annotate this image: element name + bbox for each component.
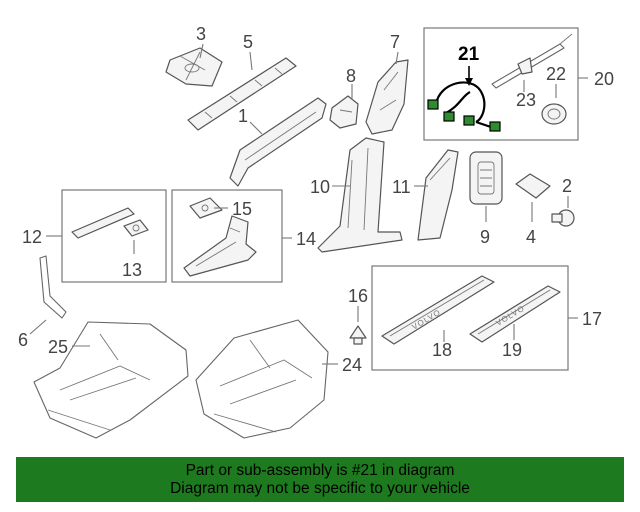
part-11-c-pillar-trim [417, 149, 459, 241]
callout-16: 16 [348, 286, 368, 306]
part-13-clip [123, 219, 149, 237]
parts-diagram: 3 5 1 8 7 10 11 9 [18, 24, 614, 439]
leader-6 [29, 319, 47, 335]
leader-5 [249, 51, 253, 71]
callout-20: 20 [594, 69, 614, 89]
part-21-wiring-harness [427, 81, 501, 132]
part-19-sill-plate: VOLVO [469, 285, 561, 343]
leader-3 [199, 43, 204, 59]
callout-5: 5 [243, 32, 253, 52]
part-7-upper-pillar-trim [365, 59, 409, 135]
part-5-rail [187, 57, 297, 131]
callout-6: 6 [18, 330, 28, 350]
part-4-cover [515, 173, 551, 199]
leader-1 [249, 121, 263, 135]
callout-9: 9 [480, 227, 490, 247]
part-2-screw [551, 209, 575, 227]
callout-2: 2 [562, 176, 572, 196]
box-20 [423, 27, 579, 141]
callout-1: 1 [238, 106, 248, 126]
leader-7 [395, 51, 399, 65]
callout-17: 17 [582, 309, 602, 329]
part-14-bracket [183, 215, 257, 277]
part-8-clip [329, 95, 359, 129]
callout-12: 12 [22, 227, 42, 247]
callout-21: 21 [458, 44, 480, 65]
callout-25: 25 [48, 337, 68, 357]
part-23-cable-tie [491, 33, 573, 89]
callout-11: 11 [392, 177, 411, 197]
callout-22: 22 [546, 64, 566, 84]
part-16-push-clip [349, 325, 367, 345]
part-12-strip [71, 207, 135, 239]
callout-4: 4 [526, 227, 536, 247]
part-6-bracket [39, 255, 67, 319]
callout-10: 10 [310, 177, 330, 197]
callout-19: 19 [502, 340, 522, 360]
part-1-trim [229, 97, 327, 187]
box-17 [371, 265, 569, 371]
part-3-bracket [165, 47, 223, 87]
part-25-floor-mat [33, 321, 189, 439]
part-24-floor-mat [195, 319, 329, 439]
part-22-grommet [541, 103, 567, 125]
callout-3: 3 [196, 24, 206, 44]
callout-8: 8 [346, 66, 356, 86]
callout-24: 24 [342, 355, 362, 375]
callout-23: 23 [516, 90, 536, 110]
box-14 [171, 189, 283, 283]
info-banner: Part or sub-assembly is #21 in diagram D… [16, 457, 624, 502]
callout-7: 7 [390, 32, 400, 52]
banner-line-1: Part or sub-assembly is #21 in diagram [185, 461, 455, 479]
callout-15: 15 [232, 199, 252, 219]
callout-14: 14 [296, 229, 316, 249]
callout-13: 13 [122, 260, 142, 280]
part-15-clip [189, 197, 223, 219]
banner-line-2: Diagram may not be specific to your vehi… [170, 479, 470, 497]
arrow-21 [465, 78, 473, 86]
part-9-panel [469, 151, 503, 205]
part-10-pillar-trim [317, 137, 403, 253]
callout-18: 18 [432, 340, 452, 360]
